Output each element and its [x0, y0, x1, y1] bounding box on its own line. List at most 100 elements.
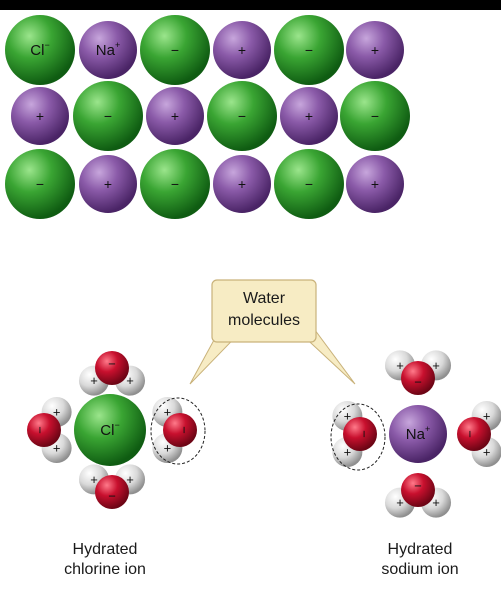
- chloride-label: Cl−: [100, 420, 119, 439]
- oxygen-charge: −: [414, 479, 422, 494]
- hydrogen-charge: +: [396, 358, 404, 373]
- sodium-ion: +: [213, 21, 271, 79]
- water-molecule: + +−: [457, 400, 501, 468]
- oxygen-atom: [343, 417, 377, 451]
- oxygen-atom: [163, 413, 197, 447]
- water-molecule: ++−: [384, 473, 452, 518]
- oxygen-atom: [457, 417, 491, 451]
- ion-label-text: −: [371, 108, 379, 124]
- hydrogen-charge: +: [344, 408, 352, 423]
- caption-chlorine-line-1: Hydrated: [72, 541, 138, 558]
- oxygen-atom: [27, 413, 61, 447]
- chloride-sphere: [274, 15, 344, 85]
- ion-label-text: +: [371, 176, 379, 192]
- sodium-ion: +: [11, 87, 69, 145]
- ion-label: +: [371, 176, 379, 192]
- hydrogen-charge: +: [483, 408, 491, 423]
- oxygen-charge: −: [357, 430, 372, 438]
- ion-label-text: +: [305, 108, 313, 124]
- chloride-sphere: [140, 149, 210, 219]
- sodium-ion: +: [346, 155, 404, 213]
- ion-label: −: [305, 176, 313, 192]
- sodium-ion: +: [79, 155, 137, 213]
- oxygen-charge: −: [33, 426, 48, 434]
- hydrogen-charge: +: [164, 441, 172, 456]
- ion-label-text: −: [36, 176, 44, 192]
- chloride-sphere: [74, 394, 146, 466]
- chloride-ion: Cl−: [5, 15, 75, 85]
- hydrated-ions: ++−++−++−++−Cl−++−++−++−++−Na+: [27, 350, 501, 518]
- chloride-ion: −: [207, 81, 277, 151]
- ion-label: +: [104, 176, 112, 192]
- ion-label-text: −: [238, 108, 246, 124]
- hydrogen-charge: +: [483, 445, 491, 460]
- caption-sodium-line-2: sodium ion: [381, 561, 459, 578]
- ion-label: Cl−: [30, 40, 49, 59]
- oxygen-atom: [401, 361, 435, 395]
- caption-chlorine-line-2: chlorine ion: [64, 561, 146, 578]
- ion-label: +: [371, 42, 379, 58]
- ion-label: +: [171, 108, 179, 124]
- hydrogen-charge: +: [432, 495, 440, 510]
- oxygen-charge: −: [108, 489, 116, 504]
- chloride-sphere: [5, 149, 75, 219]
- sodium-sphere: [346, 155, 404, 213]
- chloride-ion: −: [274, 149, 344, 219]
- oxygen-atom: [95, 475, 129, 509]
- caption-sodium-line-1: Hydrated: [387, 541, 453, 558]
- highlight-ring-left: [150, 397, 206, 465]
- ion-label-text: Cl: [30, 42, 44, 59]
- ion-label: −: [171, 176, 179, 192]
- ion-label-text: −: [171, 176, 179, 192]
- water-molecule: ++−: [78, 464, 146, 509]
- hydrogen-charge: +: [344, 445, 352, 460]
- oxygen-charge: −: [108, 357, 116, 372]
- hydrogen-charge: +: [90, 472, 98, 487]
- sodium-ion: +: [346, 21, 404, 79]
- callout-box: Water molecules: [211, 279, 317, 343]
- ion-label-text: +: [171, 108, 179, 124]
- sodium-sphere: [79, 155, 137, 213]
- ion-label-text: −: [305, 42, 313, 58]
- sodium-ion: +: [146, 87, 204, 145]
- hydrogen-charge: +: [90, 373, 98, 388]
- sodium-ion: +: [280, 87, 338, 145]
- sodium-sphere: [146, 87, 204, 145]
- chloride-sphere: [340, 81, 410, 151]
- water-molecule: ++−: [384, 350, 452, 395]
- water-molecule: + +−: [332, 400, 377, 468]
- oxygen-charge: −: [463, 430, 478, 438]
- ion-label-text: +: [238, 176, 246, 192]
- oxygen-charge: −: [414, 375, 422, 390]
- ion-label: +: [305, 108, 313, 124]
- chloride-ion: −: [140, 15, 210, 85]
- chloride-ion: −: [140, 149, 210, 219]
- oxygen-charge: −: [177, 426, 192, 434]
- sodium-ion: Na+: [79, 21, 137, 79]
- ion-label: −: [305, 42, 313, 58]
- oxygen-atom: [401, 473, 435, 507]
- ion-label: −: [171, 42, 179, 58]
- ion-label-text: −: [171, 42, 179, 58]
- sodium-sphere: [79, 21, 137, 79]
- sodium-sphere: [389, 405, 447, 463]
- hydrogen-charge: +: [53, 404, 61, 419]
- chloride-ion: −: [340, 81, 410, 151]
- sodium-label: Na+: [406, 424, 430, 443]
- chloride-ion: −: [5, 149, 75, 219]
- hydrogen-charge: +: [164, 404, 172, 419]
- ion-label-text: +: [371, 42, 379, 58]
- hydrated-sodium-ion: Na+: [389, 405, 447, 463]
- hydrogen-charge: +: [53, 441, 61, 456]
- ion-label-text: −: [305, 176, 313, 192]
- ion-label-text: +: [36, 108, 44, 124]
- chloride-ion: −: [73, 81, 143, 151]
- chloride-sphere: [274, 149, 344, 219]
- hydrated-chloride-ion: Cl−: [74, 394, 146, 466]
- sodium-label-text: Na: [406, 426, 426, 443]
- water-molecule: + +−: [152, 396, 197, 464]
- caption-chlorine: Hydrated chlorine ion: [50, 540, 160, 580]
- ion-label: +: [238, 176, 246, 192]
- sodium-chloride-lattice: Cl−Na+−+−++−+−+−−+−+−+: [5, 15, 410, 219]
